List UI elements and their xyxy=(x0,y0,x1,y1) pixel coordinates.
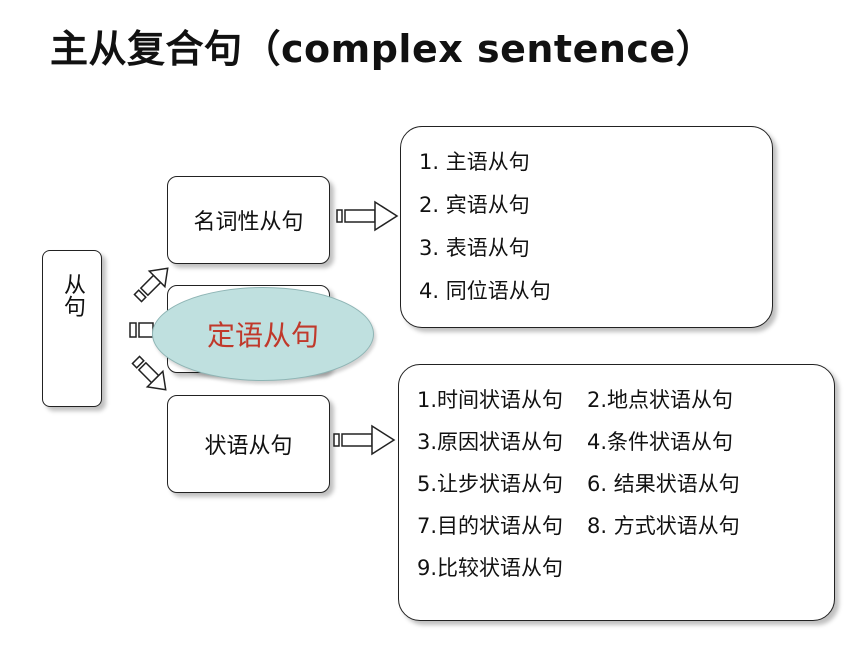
arrow-root-to-noun xyxy=(133,267,169,303)
noun-clause-list: 1. 主语从句 2. 宾语从句 3. 表语从句 4. 同位语从句 xyxy=(400,126,773,328)
adverbial-clause-list: 1.时间状语从句 2.地点状语从句 3.原因状语从句 4.条件状语从句 5.让步状语… xyxy=(398,364,835,621)
list-item: 4. 同位语从句 xyxy=(419,279,551,303)
list-item: 5.让步状语从句 xyxy=(417,472,564,496)
root-clause-box: 从句 xyxy=(42,250,102,407)
list-item: 9.比较状语从句 xyxy=(417,556,564,580)
attributive-clause-oval: 定语从句 xyxy=(152,287,374,381)
arrow-adverbial-to-list xyxy=(333,424,396,456)
list-item: 4.条件状语从句 xyxy=(587,430,734,454)
list-item: 8. 方式状语从句 xyxy=(587,514,740,538)
noun-clause-box: 名词性从句 xyxy=(167,176,330,264)
list-row: 1.时间状语从句 2.地点状语从句 xyxy=(417,379,816,421)
list-item: 3.原因状语从句 xyxy=(417,430,564,454)
page-title: 主从复合句（complex sentence） xyxy=(50,27,715,71)
attributive-clause-label: 定语从句 xyxy=(206,319,319,352)
adverbial-clause-box: 状语从句 xyxy=(167,395,330,493)
list-item: 6. 结果状语从句 xyxy=(587,472,740,496)
list-item: 2. 宾语从句 xyxy=(419,193,530,217)
arrow-noun-to-list xyxy=(336,200,399,232)
list-row: 7.目的状语从句 8. 方式状语从句 xyxy=(417,505,816,547)
list-item: 3. 表语从句 xyxy=(419,236,530,260)
list-item: 1.时间状语从句 xyxy=(417,388,564,412)
adverbial-clause-label: 状语从句 xyxy=(204,434,293,459)
list-item: 2.地点状语从句 xyxy=(587,388,734,412)
list-row: 5.让步状语从句 6. 结果状语从句 xyxy=(417,463,816,505)
arrow-root-to-adverbial xyxy=(131,355,167,391)
noun-clause-label: 名词性从句 xyxy=(193,210,304,235)
list-item: 1. 主语从句 xyxy=(419,150,530,174)
list-row: 9.比较状语从句 xyxy=(417,547,816,589)
arrow-root-to-attributive xyxy=(129,322,154,338)
root-clause-label: 从句 xyxy=(60,273,85,317)
list-row: 3.原因状语从句 4.条件状语从句 xyxy=(417,421,816,463)
list-item: 7.目的状语从句 xyxy=(417,514,564,538)
